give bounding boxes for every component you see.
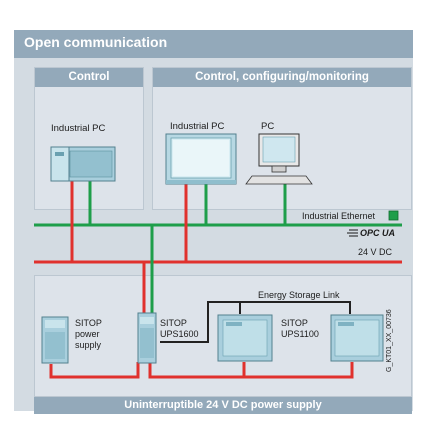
ethernet-legend-square xyxy=(388,210,399,221)
control-panel-header: Control xyxy=(35,68,143,87)
sitop-ups1100-second-icon xyxy=(330,314,384,362)
diagram-title: Open communication xyxy=(24,34,168,50)
control-panel: Control xyxy=(34,67,144,210)
title-bar xyxy=(14,30,413,58)
sitop-ups1600-icon xyxy=(137,312,157,364)
ups1600-label: SITOP UPS1600 xyxy=(160,318,199,339)
power-wiring xyxy=(49,225,354,379)
sitop-ups1100-icon xyxy=(217,314,273,362)
monitoring-ipc-label: Industrial PC xyxy=(170,121,225,132)
sitop-power-supply-icon xyxy=(41,316,69,364)
opc-ua-logo: OPC UA xyxy=(360,228,395,238)
industrial-pc-panel-icon xyxy=(165,133,237,185)
industrial-pc-box-icon xyxy=(50,146,116,182)
pc-label: PC xyxy=(261,121,275,132)
sitop-power-label: SITOP power supply xyxy=(75,318,102,350)
control-ipc-label: Industrial PC xyxy=(51,123,106,134)
monitoring-panel-header: Control, configuring/monitoring xyxy=(153,68,411,87)
top-device-connectors xyxy=(70,180,287,262)
energy-link-label: Energy Storage Link xyxy=(258,290,340,300)
ethernet-label: Industrial Ethernet xyxy=(302,211,376,221)
ups1100-label: SITOP UPS1100 xyxy=(281,318,319,339)
pc-monitor-icon xyxy=(245,133,313,185)
opc-ua-text: OPC UA xyxy=(360,228,396,238)
opc-stripes-icon xyxy=(347,229,358,237)
dc-label: 24 V DC xyxy=(358,247,393,257)
footer-banner: Uninterruptible 24 V DC power supply xyxy=(34,397,412,414)
